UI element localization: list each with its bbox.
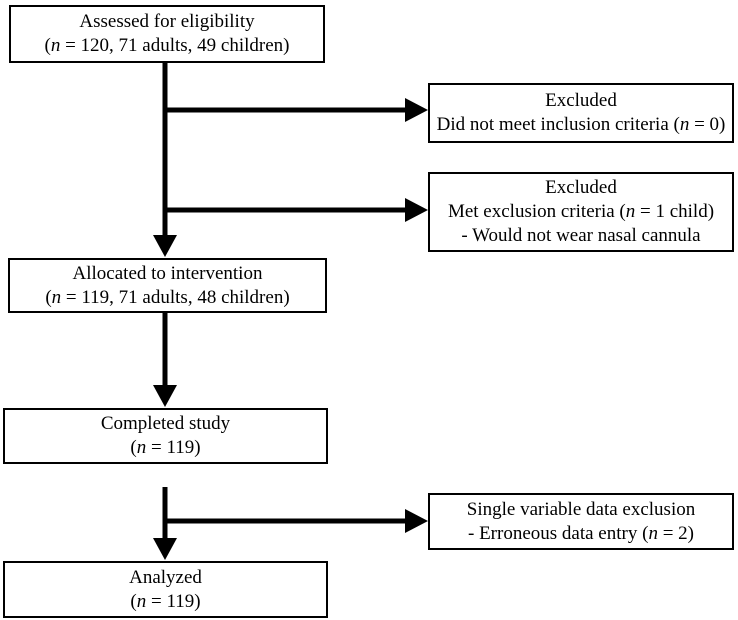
box-allocated-to-intervention: Allocated to intervention (n = 119, 71 a…: [8, 258, 327, 313]
arrow-allocated-to-completed-head: [153, 385, 177, 407]
box-text-line: Excluded: [545, 90, 617, 111]
arrow-completed-to-analyzed-head: [153, 538, 177, 560]
arrow-to-excluded-exclusion-head: [405, 198, 428, 222]
box-text-line: - Erroneous data entry (n = 2): [468, 522, 694, 544]
box-text-line: (n = 119): [130, 437, 201, 458]
box-analyzed: Analyzed (n = 119): [3, 561, 328, 618]
box-text-line: Assessed for eligibility: [79, 11, 255, 32]
box-text-line: Analyzed: [129, 566, 202, 588]
box-text-line: Allocated to intervention: [72, 262, 263, 284]
arrow-to-excluded-inclusion-head: [405, 98, 428, 122]
box-text-line: (n = 119, 71 adults, 48 children): [45, 286, 290, 308]
box-text-line: Did not meet inclusion criteria (n = 0): [436, 114, 726, 135]
box-excluded-inclusion-criteria: Excluded Did not meet inclusion criteria…: [428, 83, 734, 143]
box-single-variable-data-exclusion: Single variable data exclusion - Erroneo…: [428, 493, 734, 550]
box-text-line: (n = 119): [130, 590, 201, 612]
arrow-to-single-variable-head: [405, 509, 428, 533]
box-excluded-exclusion-criteria: Excluded Met exclusion criteria (n = 1 c…: [428, 172, 734, 252]
box-text-line: Met exclusion criteria (n = 1 child): [447, 201, 715, 222]
box-text-line: Single variable data exclusion: [466, 498, 696, 520]
box-text-line: Excluded: [545, 177, 617, 198]
box-text-line: Completed study: [100, 413, 231, 434]
box-assessed-for-eligibility: Assessed for eligibility (n = 120, 71 ad…: [9, 5, 325, 63]
arrow-assessed-to-allocated-head: [153, 235, 177, 257]
box-text-line: - Would not wear nasal cannula: [461, 225, 701, 246]
box-text-line: (n = 120, 71 adults, 49 children): [44, 35, 290, 56]
box-completed-study: Completed study (n = 119): [3, 408, 328, 464]
